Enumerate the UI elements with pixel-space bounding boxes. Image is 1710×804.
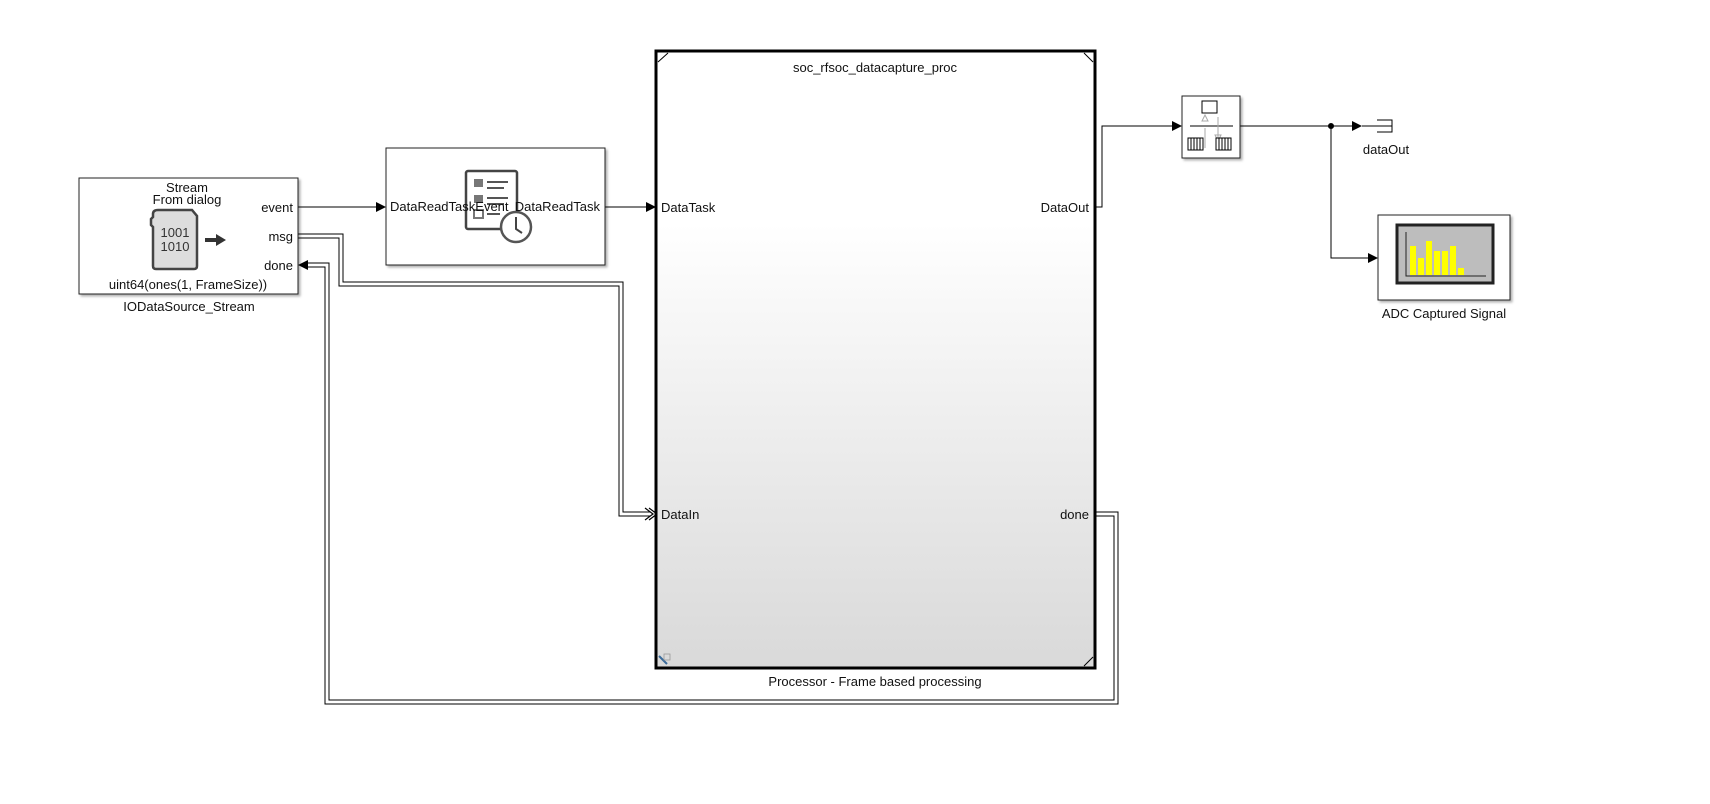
svg-text:1001: 1001 bbox=[161, 225, 190, 240]
port-done: done bbox=[264, 258, 293, 273]
port-datain: DataIn bbox=[661, 507, 699, 522]
source-parameter: uint64(ones(1, FrameSize)) bbox=[109, 277, 267, 292]
message-msg-line[interactable] bbox=[298, 233, 658, 521]
signal-dataout-line[interactable] bbox=[1095, 121, 1182, 208]
task-block[interactable]: DataReadTaskEvent DataReadTask bbox=[385, 147, 606, 266]
source-title-line1: Stream bbox=[166, 180, 208, 195]
signal-queue-out-line[interactable] bbox=[1240, 121, 1378, 263]
dataout-outport[interactable]: dataOut bbox=[1362, 119, 1410, 157]
port-done-proc: done bbox=[1060, 507, 1089, 522]
outport-label: dataOut bbox=[1363, 142, 1410, 157]
scope-icon-bar bbox=[1434, 251, 1440, 275]
spectrum-scope-icon bbox=[1395, 223, 1495, 285]
scope-icon-bar bbox=[1418, 258, 1424, 275]
scope-block-name[interactable]: ADC Captured Signal bbox=[1382, 306, 1506, 321]
processor-block-name[interactable]: Processor - Frame based processing bbox=[768, 674, 981, 689]
arrow-right-icon bbox=[205, 234, 226, 246]
scope-icon-bar bbox=[1426, 241, 1432, 275]
model-reference-icon bbox=[658, 653, 671, 665]
signal-event-line[interactable] bbox=[298, 202, 386, 212]
port-event: event bbox=[261, 200, 293, 215]
message-done-line[interactable] bbox=[298, 260, 1119, 705]
processor-title: soc_rfsoc_datacapture_proc bbox=[793, 60, 958, 75]
port-datareadtaskevent: DataReadTaskEvent bbox=[390, 199, 509, 214]
iodatasource-stream-block[interactable]: Stream From dialog 1001 1010 event msg d… bbox=[78, 177, 299, 295]
port-datatask: DataTask bbox=[661, 200, 716, 215]
port-datareadtask: DataReadTask bbox=[515, 199, 601, 214]
scope-icon-bar bbox=[1450, 246, 1456, 275]
scope-icon-bar bbox=[1458, 268, 1464, 275]
task-checklist-clock-icon bbox=[464, 169, 533, 244]
source-title-line2: From dialog bbox=[153, 192, 222, 207]
message-queue-icon bbox=[1187, 100, 1233, 151]
sd-card-icon: 1001 1010 bbox=[149, 208, 199, 271]
port-msg: msg bbox=[268, 229, 293, 244]
queue-block[interactable] bbox=[1181, 95, 1241, 159]
signal-datareadtask-line[interactable] bbox=[605, 202, 656, 212]
source-block-name[interactable]: IODataSource_Stream bbox=[123, 299, 255, 314]
adc-captured-signal-scope[interactable] bbox=[1377, 214, 1511, 301]
svg-text:1010: 1010 bbox=[161, 239, 190, 254]
port-dataout: DataOut bbox=[1041, 200, 1090, 215]
scope-icon-bar bbox=[1442, 251, 1448, 275]
processor-subsystem-block[interactable]: soc_rfsoc_datacapture_proc DataTask Data… bbox=[654, 49, 1097, 670]
scope-icon-bar bbox=[1410, 246, 1416, 275]
